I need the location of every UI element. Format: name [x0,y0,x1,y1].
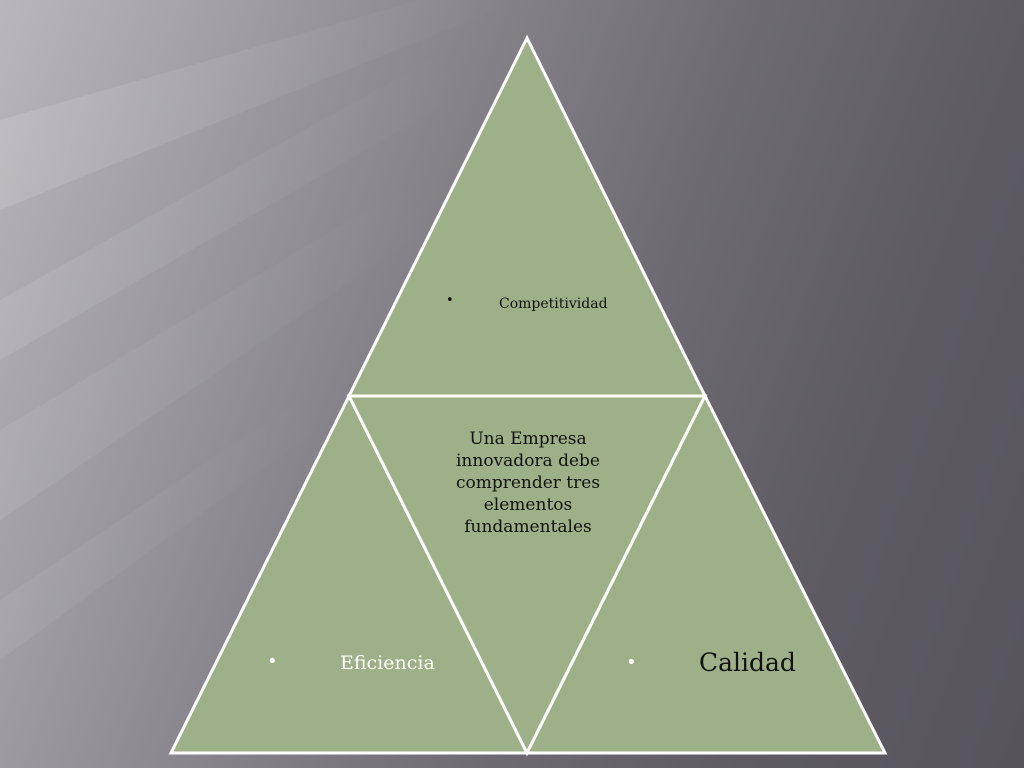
label-competitividad: Competitividad [499,296,608,312]
label-eficiencia: Eficiencia [340,652,435,674]
top-bullet: • [446,293,454,308]
triangle-top [346,34,708,398]
label-calidad: Calidad [699,648,796,677]
center-statement: Una Empresa innovadora debe comprender t… [455,429,601,537]
right-bullet: • [626,652,637,673]
left-bullet: • [267,651,278,672]
triangle-right [524,392,888,755]
